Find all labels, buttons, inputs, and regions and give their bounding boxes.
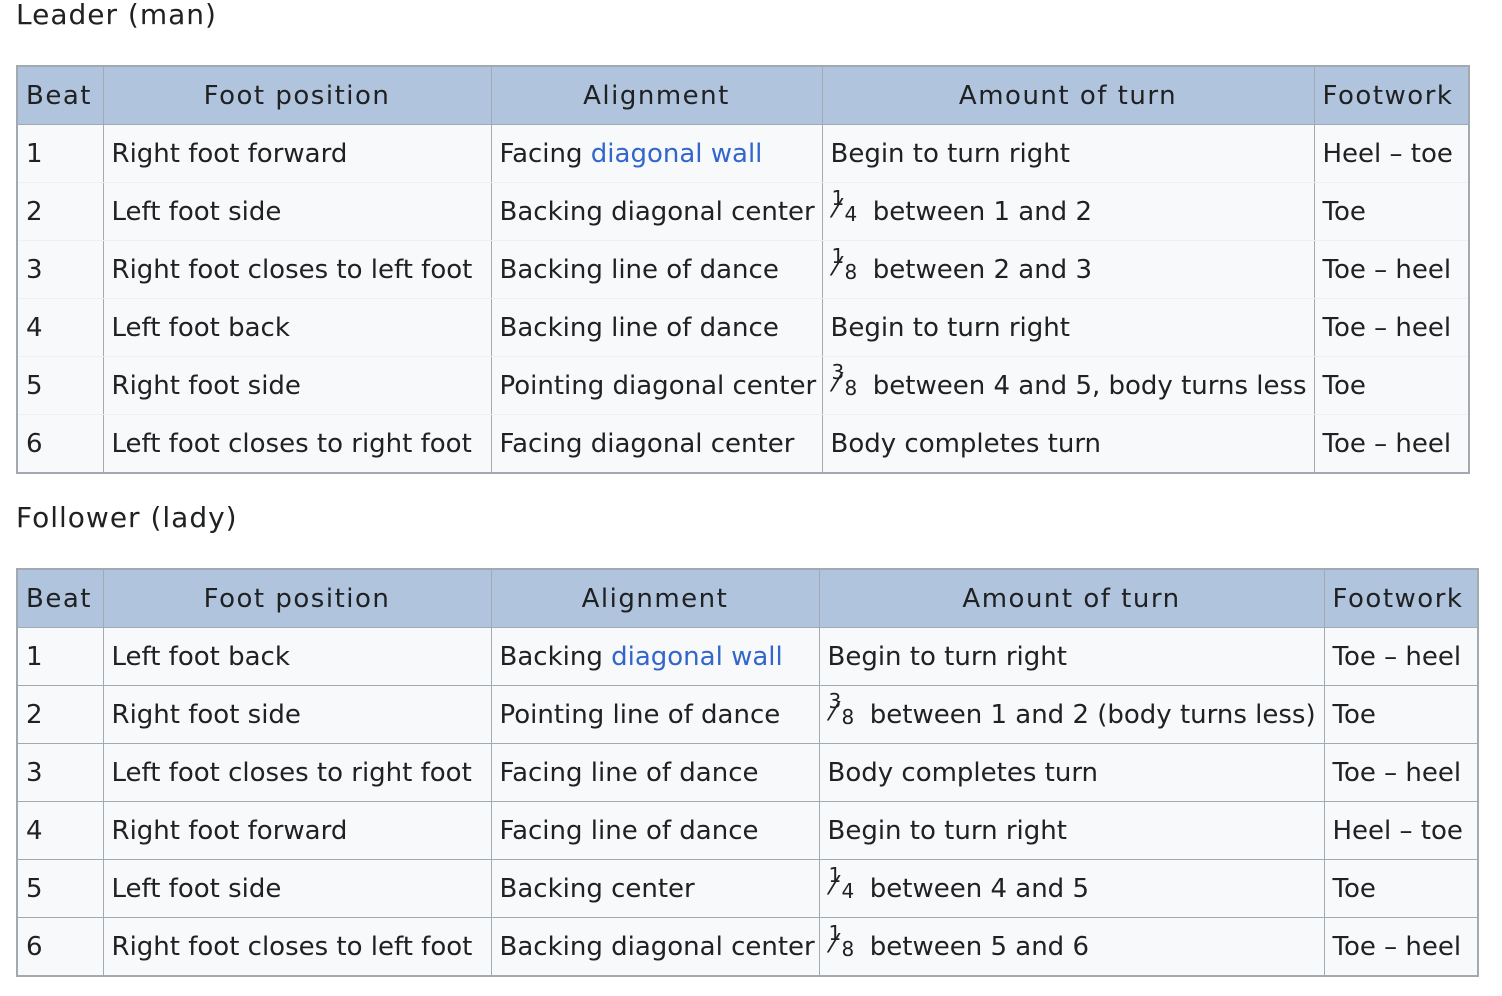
leader-table: Beat Foot position Alignment Amount of t… (16, 65, 1470, 474)
amount-of-turn-cell: Begin to turn right (821, 124, 1315, 183)
foot-position-cell: Left foot back (102, 627, 492, 686)
beat-cell: 4 (16, 298, 104, 357)
footwork-cell: Toe (1313, 182, 1470, 241)
beat-cell: 5 (16, 859, 104, 918)
col-header-foot-position: Foot position (102, 65, 492, 125)
foot-position-cell: Left foot side (102, 182, 492, 241)
foot-position-cell: Left foot closes to right foot (102, 743, 492, 802)
foot-position-cell: Right foot closes to left foot (102, 917, 492, 977)
alignment-cell: Backing diagonal wall (490, 627, 820, 686)
alignment-cell: Backing line of dance (490, 298, 823, 357)
alignment-cell: Facing diagonal center (490, 414, 823, 474)
fraction: 1⁄4 (828, 863, 855, 903)
foot-position-cell: Left foot closes to right foot (102, 414, 492, 474)
col-header-footwork: Footwork (1313, 65, 1470, 125)
beat-cell: 4 (16, 801, 104, 860)
beat-cell: 6 (16, 917, 104, 977)
beat-cell: 1 (16, 627, 104, 686)
follower-table: Beat Foot position Alignment Amount of t… (16, 568, 1479, 977)
col-header-alignment: Alignment (490, 65, 823, 125)
footwork-cell: Toe (1323, 859, 1479, 918)
col-header-amount-of-turn: Amount of turn (821, 65, 1315, 125)
foot-position-cell: Right foot forward (102, 801, 492, 860)
leader-header-row: Beat Foot position Alignment Amount of t… (16, 65, 1470, 125)
fraction: 1⁄4 (831, 186, 858, 226)
alignment-cell: Backing diagonal center (490, 917, 820, 977)
amount-of-turn-cell: Body completes turn (821, 414, 1315, 474)
col-header-beat: Beat (16, 568, 104, 628)
footwork-cell: Toe – heel (1323, 743, 1479, 802)
col-header-foot-position: Foot position (102, 568, 492, 628)
footwork-cell: Toe (1313, 356, 1470, 415)
footwork-cell: Heel – toe (1323, 801, 1479, 860)
footwork-cell: Toe – heel (1313, 298, 1470, 357)
amount-of-turn-cell: Begin to turn right (821, 298, 1315, 357)
amount-of-turn-cell: 3⁄8 between 4 and 5, body turns less (821, 356, 1315, 415)
amount-of-turn-cell: Begin to turn right (818, 801, 1325, 860)
beat-cell: 2 (16, 182, 104, 241)
foot-position-cell: Left foot back (102, 298, 492, 357)
amount-of-turn-cell: 3⁄8 between 1 and 2 (body turns less) (818, 685, 1325, 744)
footwork-cell: Toe – heel (1313, 414, 1470, 474)
beat-cell: 6 (16, 414, 104, 474)
beat-cell: 3 (16, 743, 104, 802)
footwork-cell: Toe – heel (1323, 627, 1479, 686)
fraction: 3⁄8 (828, 689, 855, 729)
beat-cell: 1 (16, 124, 104, 183)
amount-of-turn-cell: 1⁄8 between 2 and 3 (821, 240, 1315, 299)
follower-header-row: Beat Foot position Alignment Amount of t… (16, 568, 1479, 628)
amount-of-turn-cell: 1⁄4 between 1 and 2 (821, 182, 1315, 241)
footwork-cell: Toe – heel (1313, 240, 1470, 299)
col-header-footwork: Footwork (1323, 568, 1479, 628)
alignment-cell: Facing line of dance (490, 743, 820, 802)
fraction: 1⁄8 (828, 921, 855, 961)
foot-position-cell: Right foot side (102, 685, 492, 744)
amount-of-turn-cell: Begin to turn right (818, 627, 1325, 686)
follower-heading: Follower (lady) (16, 501, 238, 534)
alignment-cell: Backing center (490, 859, 820, 918)
fraction: 1⁄8 (831, 244, 858, 284)
fraction: 3⁄8 (831, 360, 858, 400)
beat-cell: 3 (16, 240, 104, 299)
alignment-cell: Facing diagonal wall (490, 124, 823, 183)
amount-of-turn-cell: 1⁄8 between 5 and 6 (818, 917, 1325, 977)
foot-position-cell: Right foot forward (102, 124, 492, 183)
footwork-cell: Heel – toe (1313, 124, 1470, 183)
foot-position-cell: Right foot closes to left foot (102, 240, 492, 299)
foot-position-cell: Right foot side (102, 356, 492, 415)
col-header-amount-of-turn: Amount of turn (818, 568, 1325, 628)
amount-of-turn-cell: Body completes turn (818, 743, 1325, 802)
leader-heading: Leader (man) (16, 0, 217, 31)
beat-cell: 5 (16, 356, 104, 415)
alignment-cell: Pointing line of dance (490, 685, 820, 744)
footwork-cell: Toe (1323, 685, 1479, 744)
col-header-alignment: Alignment (490, 568, 820, 628)
alignment-cell: Backing line of dance (490, 240, 823, 299)
footwork-cell: Toe – heel (1323, 917, 1479, 977)
foot-position-cell: Left foot side (102, 859, 492, 918)
alignment-cell: Pointing diagonal center (490, 356, 823, 415)
alignment-cell: Backing diagonal center (490, 182, 823, 241)
amount-of-turn-cell: 1⁄4 between 4 and 5 (818, 859, 1325, 918)
diagonal-wall-link[interactable]: diagonal wall (590, 138, 763, 169)
col-header-beat: Beat (16, 65, 104, 125)
beat-cell: 2 (16, 685, 104, 744)
diagonal-wall-link[interactable]: diagonal wall (611, 641, 783, 672)
alignment-cell: Facing line of dance (490, 801, 820, 860)
